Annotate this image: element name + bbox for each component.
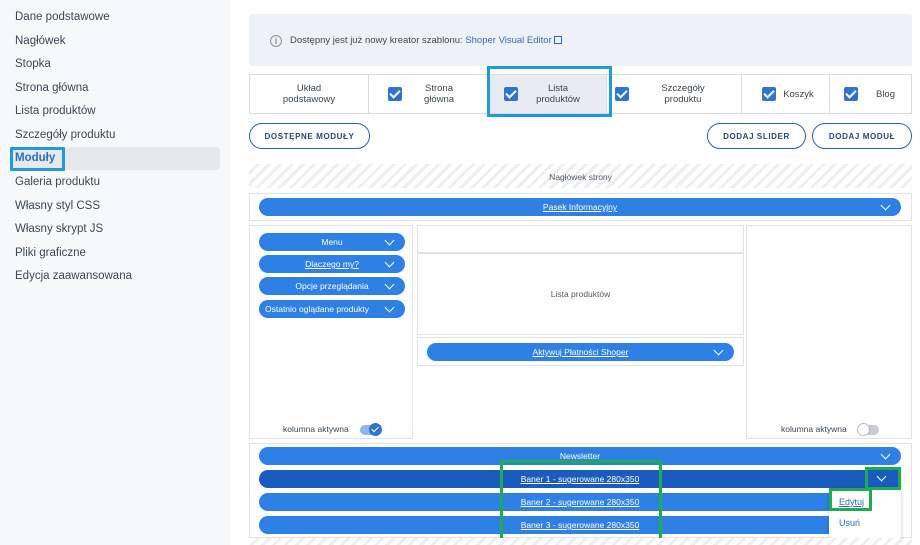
checkbox-checked-icon[interactable] <box>388 87 402 101</box>
module-label: Newsletter <box>559 451 601 461</box>
footer-zone-edge <box>249 538 912 545</box>
chevron-down-icon[interactable] <box>880 449 891 460</box>
chevron-down-icon[interactable] <box>880 200 891 211</box>
sidebar-item-edycja-zaawansowana[interactable]: Edycja zaawansowana <box>15 270 132 282</box>
module-label: Aktywuj Płatności Shoper <box>532 347 629 357</box>
info-icon: i <box>270 35 282 47</box>
module-actions-dropdown: Edytuj Usuń <box>829 488 901 538</box>
sidebar-item-pliki-graficzne[interactable]: Pliki graficzne <box>15 247 86 259</box>
tab-label: Układ podstawowy <box>282 83 336 105</box>
tab-blog[interactable]: Blog <box>830 75 911 113</box>
chevron-down-icon[interactable] <box>384 235 395 246</box>
right-column-active-label: kolumna aktywna <box>781 424 847 434</box>
right-column-toggle[interactable] <box>857 423 879 436</box>
tab-lista-produktow[interactable]: Lista produktów <box>488 75 607 113</box>
left-column-toggle[interactable] <box>360 423 382 436</box>
main-content: i Dostępny jest już nowy kreator szablon… <box>230 0 920 545</box>
chevron-down-icon[interactable] <box>384 302 395 313</box>
edit-menu-item[interactable]: Edytuj <box>839 497 865 507</box>
module-label: Dlaczego my? <box>305 259 359 269</box>
module-bar-dlaczego-my[interactable]: Dlaczego my? <box>259 255 405 273</box>
chevron-down-icon <box>876 471 887 482</box>
module-bar-newsletter[interactable]: Newsletter <box>259 447 901 465</box>
delete-menu-item[interactable]: Usuń <box>839 518 861 528</box>
checkbox-checked-icon[interactable] <box>504 87 518 101</box>
header-zone: Nagłówek strony <box>249 164 912 188</box>
module-bar-baner-2[interactable]: Baner 2 - sugerowane 280x350 <box>259 493 901 511</box>
left-column-active-label: kolumna aktywna <box>283 424 349 434</box>
sidebar-item-szczegoly-produktu[interactable]: Szczegóły produktu <box>15 129 116 141</box>
available-modules-button[interactable]: DOSTĘPNE MODUŁY <box>249 123 370 149</box>
toggle-knob <box>857 423 870 436</box>
chevron-down-icon[interactable] <box>713 345 724 356</box>
link-label: Shoper Visual Editor <box>465 35 552 46</box>
module-bar-pasek-informacyjny[interactable]: Pasek Informacyjny <box>259 198 901 216</box>
sidebar: Dane podstawowe Nagłówek Stopka Strona g… <box>0 0 230 545</box>
baner-1-chevron-button[interactable] <box>867 470 895 487</box>
tab-koszyk[interactable]: Koszyk <box>742 75 830 113</box>
chevron-down-icon[interactable] <box>384 279 395 290</box>
module-bar-baner-1[interactable]: Baner 1 - sugerowane 280x350 <box>259 470 901 488</box>
tab-uklad-podstawowy[interactable]: Układ podstawowy <box>250 75 369 113</box>
checkbox-checked-icon[interactable] <box>615 87 629 101</box>
module-label: Baner 1 - sugerowane 280x350 <box>520 474 640 484</box>
sidebar-item-wlasny-styl-css[interactable]: Własny styl CSS <box>15 200 100 212</box>
sidebar-item-lista-produktow[interactable]: Lista produktów <box>15 105 96 117</box>
right-column <box>746 225 912 439</box>
module-bar-opcje-przegladania[interactable]: Opcje przeglądania <box>259 277 405 295</box>
center-zone-label: Lista produktów <box>550 289 611 299</box>
tab-label: Szczegóły produktu <box>661 83 705 105</box>
shoper-visual-editor-link[interactable]: Shoper Visual Editor <box>465 35 562 46</box>
module-bar-menu[interactable]: Menu <box>259 233 405 251</box>
notice-message: Dostępny jest już nowy kreator szablonu:… <box>290 35 562 46</box>
sidebar-item-stopka[interactable]: Stopka <box>15 58 51 70</box>
tab-strona-glowna[interactable]: Strona główna <box>369 75 488 113</box>
module-bar-ostatnio-ogladane[interactable]: Ostatnio oglądane produkty <box>259 300 405 318</box>
sidebar-item-wlasny-skrypt-js[interactable]: Własny skrypt JS <box>15 223 104 235</box>
module-label: Ostatnio oglądane produkty <box>265 304 369 314</box>
module-label: Baner 3 - sugerowane 280x350 <box>520 520 640 530</box>
module-label: Baner 2 - sugerowane 280x350 <box>520 497 640 507</box>
page-type-tabs: Układ podstawowy Strona główna Lista pro… <box>249 74 912 114</box>
notice-banner: i Dostępny jest już nowy kreator szablon… <box>249 14 912 66</box>
sidebar-item-galeria-produktu[interactable]: Galeria produktu <box>15 176 101 188</box>
add-slider-button[interactable]: DODAJ SLIDER <box>707 123 806 149</box>
chevron-down-icon[interactable] <box>384 257 395 268</box>
tab-label: Lista produktów <box>536 83 580 105</box>
sidebar-item-strona-glowna[interactable]: Strona główna <box>15 82 89 94</box>
external-link-icon <box>553 36 562 44</box>
tab-szczegoly-produktu[interactable]: Szczegóły produktu <box>607 75 742 113</box>
module-label: Opcje przeglądania <box>295 281 369 291</box>
module-label: Menu <box>321 237 343 247</box>
checkbox-checked-icon[interactable] <box>844 87 858 101</box>
module-bar-aktywuj-platnosci[interactable]: Aktywuj Płatności Shoper <box>427 343 734 361</box>
add-module-button[interactable]: DODAJ MODUŁ <box>812 123 912 149</box>
notice-text: Dostępny jest już nowy kreator szablonu: <box>290 35 463 46</box>
tab-label: Blog <box>875 88 895 100</box>
module-label: Pasek Informacyjny <box>542 202 618 212</box>
checkbox-checked-icon[interactable] <box>762 87 776 101</box>
sidebar-item-dane-podstawowe[interactable]: Dane podstawowe <box>15 11 110 23</box>
toggle-check-icon <box>369 423 382 436</box>
module-bar-baner-3[interactable]: Baner 3 - sugerowane 280x350 <box>259 516 901 534</box>
sidebar-item-moduly[interactable]: Moduły <box>10 147 220 170</box>
sidebar-item-naglowek[interactable]: Nagłówek <box>15 35 66 47</box>
tab-label: Strona główna <box>423 83 455 105</box>
center-top-slot <box>417 225 744 253</box>
center-product-list-zone <box>417 253 744 335</box>
tab-label: Koszyk <box>783 88 814 100</box>
